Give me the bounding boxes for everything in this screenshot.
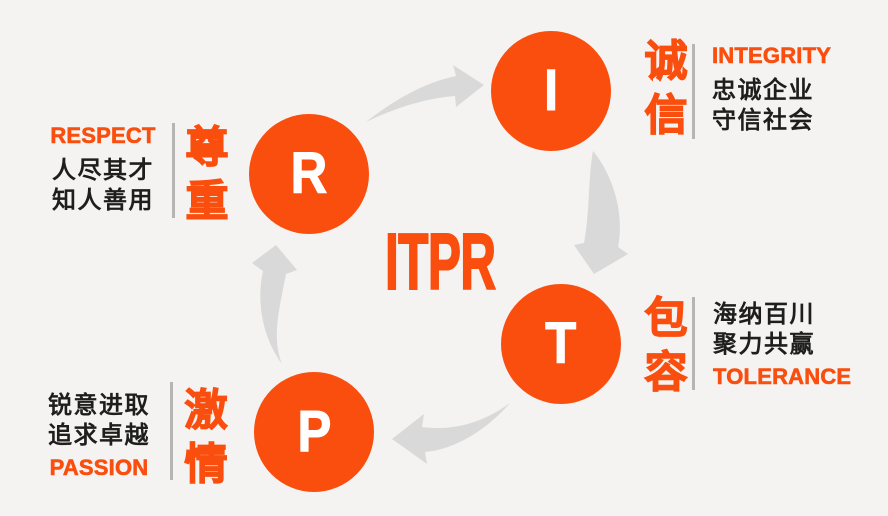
arrow-r-to-i-icon xyxy=(366,65,484,122)
node-circle-passion: P xyxy=(254,372,374,492)
node-circle-respect: R xyxy=(249,114,369,234)
cn-label-tolerance: 包容 xyxy=(637,294,686,403)
desc-line: 追求卓越 xyxy=(48,422,150,449)
divider-passion xyxy=(170,382,173,480)
en-label-tolerance: TOLERANCE xyxy=(713,364,852,389)
node-letter-tolerance: T xyxy=(545,311,577,376)
divider-tolerance xyxy=(692,297,695,390)
info-block-passion: 锐意进取 追求卓越 PASSION xyxy=(40,391,158,480)
page-title: ITPR xyxy=(384,217,496,306)
node-letter-passion: P xyxy=(296,399,332,464)
desc-line: 海纳百川 xyxy=(713,301,815,328)
en-label-respect: RESPECT xyxy=(50,123,156,148)
desc-line: 知人善用 xyxy=(52,187,154,214)
info-block-integrity: INTEGRITY 忠诚企业 守信社会 xyxy=(712,43,832,136)
cn-label-passion: 激情 xyxy=(177,386,226,495)
desc-line: 人尽其才 xyxy=(52,157,154,184)
node-letter-integrity: I xyxy=(543,58,559,123)
cn-label-respect: 尊重 xyxy=(178,123,227,232)
desc-line: 聚力共赢 xyxy=(713,331,815,358)
en-label-integrity: INTEGRITY xyxy=(712,43,832,68)
divider-respect xyxy=(172,123,175,218)
arrow-i-to-t-icon xyxy=(574,151,628,274)
cn-label-integrity: 诚信 xyxy=(637,37,686,146)
node-letter-respect: R xyxy=(290,141,328,206)
info-block-respect: RESPECT 人尽其才 知人善用 xyxy=(48,123,158,216)
node-circle-tolerance: T xyxy=(501,284,621,404)
en-label-passion: PASSION xyxy=(49,455,149,480)
node-circle-integrity: I xyxy=(491,31,611,151)
desc-line: 忠诚企业 xyxy=(712,77,814,104)
info-block-tolerance: 海纳百川 聚力共赢 TOLERANCE xyxy=(713,300,852,389)
arrow-t-to-p-icon xyxy=(392,403,510,464)
divider-integrity xyxy=(692,44,695,139)
arrow-p-to-r-icon xyxy=(252,245,297,364)
desc-line: 锐意进取 xyxy=(48,392,150,419)
desc-line: 守信社会 xyxy=(712,107,814,134)
